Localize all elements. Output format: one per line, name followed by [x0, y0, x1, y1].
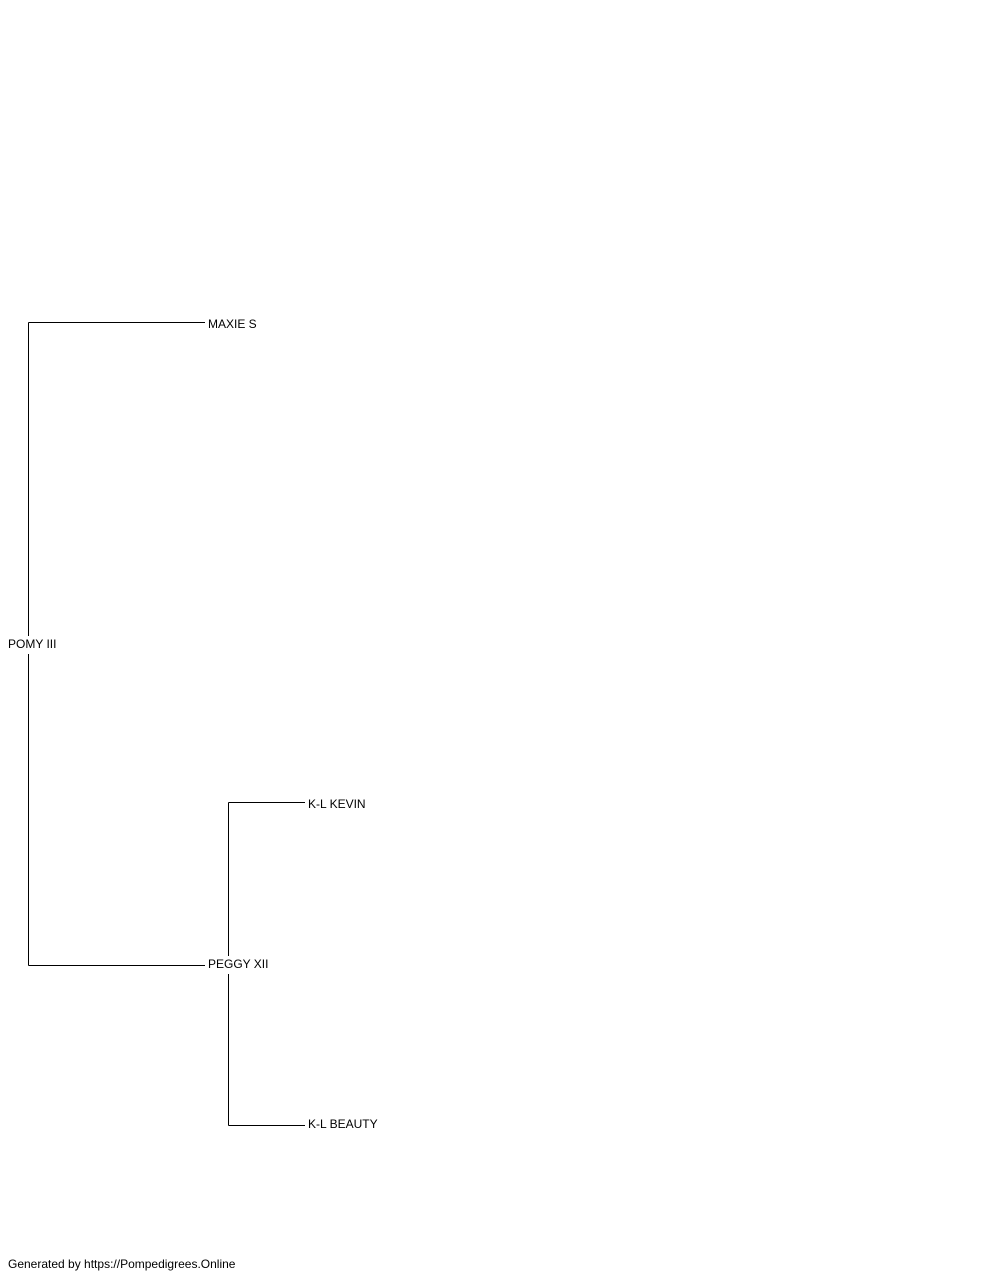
- pedigree-node-dam-dam: K-L BEAUTY: [308, 1117, 380, 1131]
- pedigree-node-sire: MAXIE S: [208, 317, 259, 331]
- generated-by-footer: Generated by https://Pompedigrees.Online: [8, 1257, 236, 1271]
- pedigree-node-root: POMY III: [8, 637, 59, 651]
- pedigree-node-dam: PEGGY XII: [208, 957, 271, 971]
- pedigree-node-dam-sire: K-L KEVIN: [308, 797, 368, 811]
